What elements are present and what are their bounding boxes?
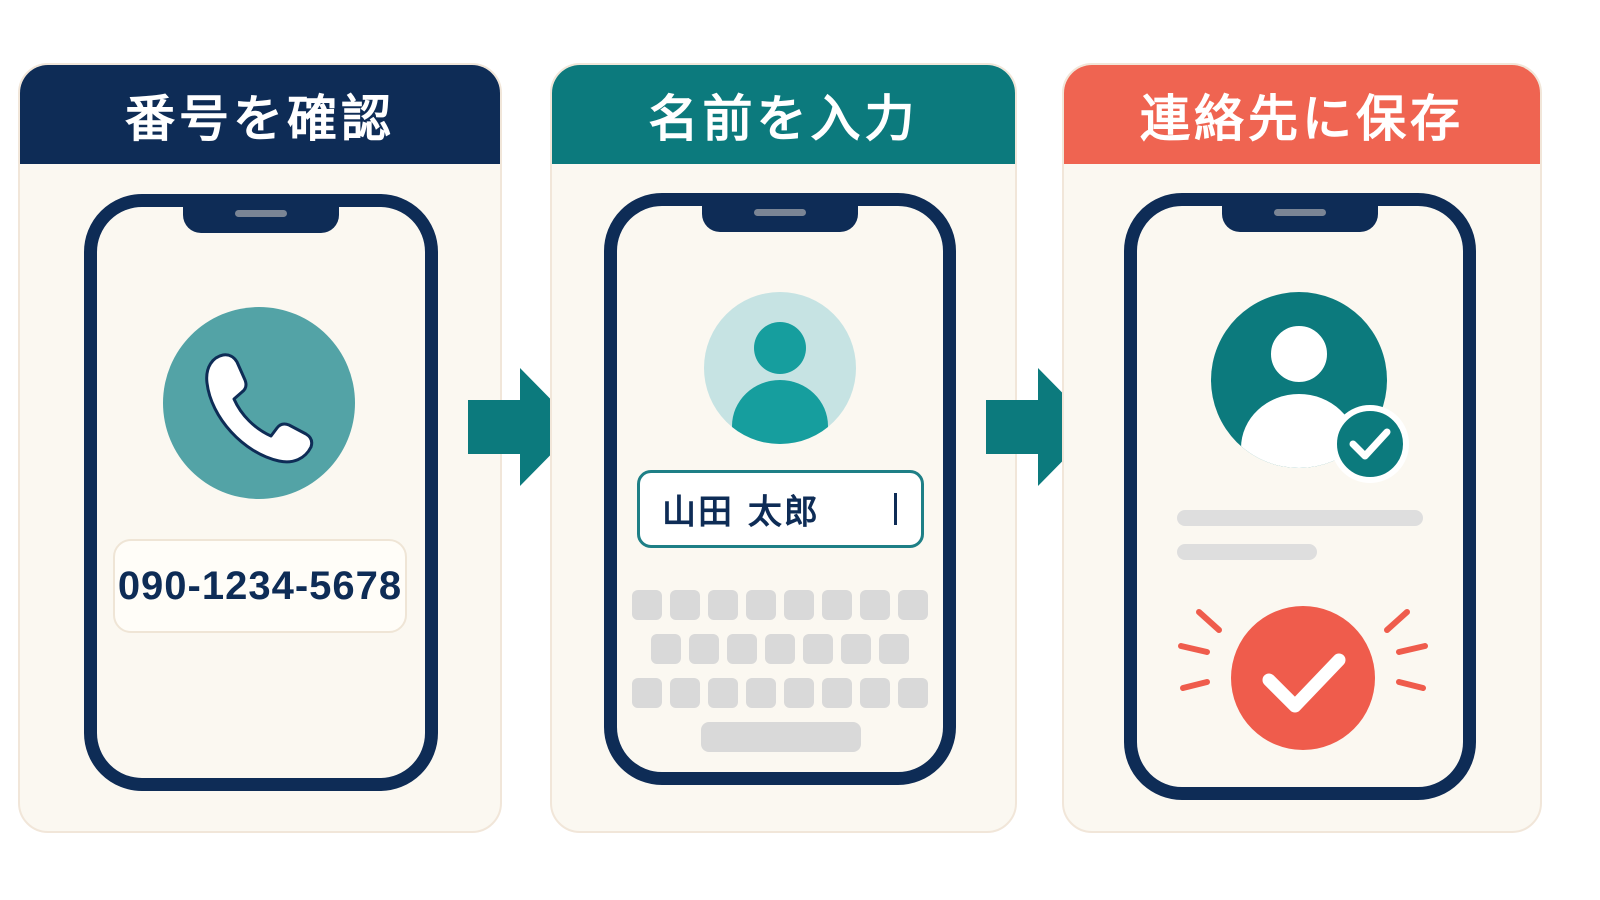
keyboard-key[interactable] xyxy=(746,678,776,708)
keyboard-key[interactable] xyxy=(822,590,852,620)
keyboard-key[interactable] xyxy=(860,678,890,708)
keyboard-key[interactable] xyxy=(632,590,662,620)
phone-notch xyxy=(183,205,339,233)
keyboard-key[interactable] xyxy=(841,634,871,664)
phone-speaker xyxy=(754,209,806,216)
phone-frame: 山田 太郎 xyxy=(604,193,956,785)
keyboard-key[interactable] xyxy=(784,678,814,708)
keyboard-key[interactable] xyxy=(670,678,700,708)
phone-icon xyxy=(163,307,355,499)
keyboard-key[interactable] xyxy=(689,634,719,664)
keyboard-key[interactable] xyxy=(803,634,833,664)
step-title-2: 名前を入力 xyxy=(552,65,1015,164)
keyboard-spacebar[interactable] xyxy=(701,722,861,752)
step-title-1: 番号を確認 xyxy=(20,65,500,164)
phone-notch xyxy=(1222,204,1378,232)
keyboard-key[interactable] xyxy=(746,590,776,620)
placeholder-line xyxy=(1177,544,1317,560)
phone-notch xyxy=(702,204,858,232)
keyboard-key[interactable] xyxy=(670,590,700,620)
keyboard-key[interactable] xyxy=(727,634,757,664)
keyboard-key[interactable] xyxy=(632,678,662,708)
arrow-right-icon xyxy=(986,368,1096,486)
phone-speaker xyxy=(235,210,287,217)
phone-number-display: 090-1234-5678 xyxy=(113,539,407,633)
keyboard-key[interactable] xyxy=(651,634,681,664)
name-input-value: 山田 太郎 xyxy=(662,492,820,533)
phone-frame: 090-1234-5678 xyxy=(84,194,438,791)
keyboard-key[interactable] xyxy=(708,590,738,620)
person-icon xyxy=(704,292,856,444)
success-check-icon xyxy=(1178,606,1428,750)
step-panel-2: 名前を入力 山田 太郎 xyxy=(550,63,1017,833)
phone-speaker xyxy=(1274,209,1326,216)
keyboard-key[interactable] xyxy=(765,634,795,664)
keyboard-key[interactable] xyxy=(784,590,814,620)
placeholder-line xyxy=(1177,510,1423,526)
keyboard-key[interactable] xyxy=(898,590,928,620)
step-title-3: 連絡先に保存 xyxy=(1064,65,1540,164)
keyboard-key[interactable] xyxy=(898,678,928,708)
step-panel-1: 番号を確認 090-1234-5678 xyxy=(18,63,502,833)
name-input[interactable]: 山田 太郎 xyxy=(637,470,924,548)
text-cursor xyxy=(894,493,897,525)
keyboard-key[interactable] xyxy=(822,678,852,708)
contact-check-icon xyxy=(1211,292,1409,483)
step-panel-3: 連絡先に保存 xyxy=(1062,63,1542,833)
phone-frame xyxy=(1124,193,1476,800)
keyboard-key[interactable] xyxy=(860,590,890,620)
arrow-right-icon xyxy=(468,368,578,486)
keyboard-key[interactable] xyxy=(879,634,909,664)
keyboard-key[interactable] xyxy=(708,678,738,708)
